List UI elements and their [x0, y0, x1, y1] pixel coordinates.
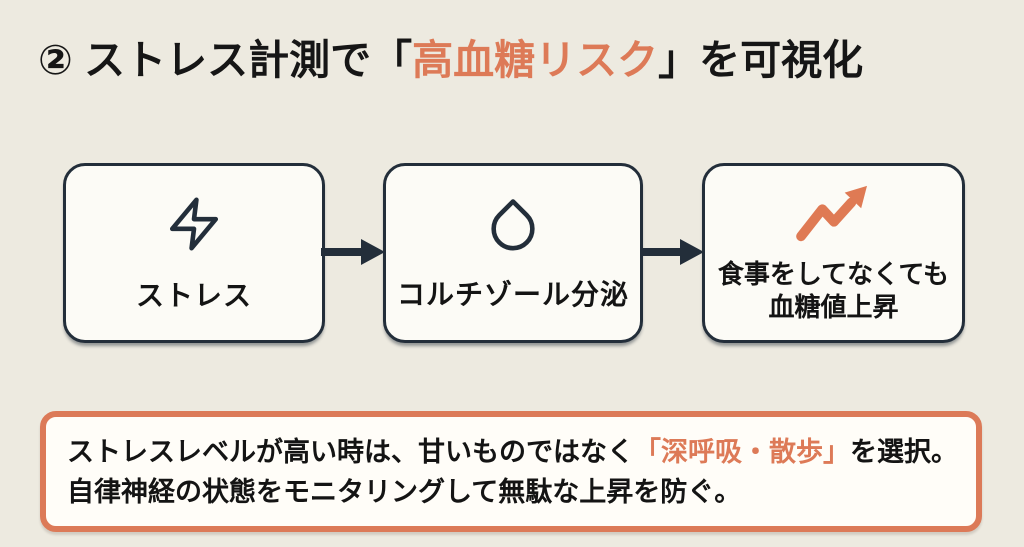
advice-note-line1: ストレスレベルが高い時は、甘いものではなく「深呼吸・散歩」を選択。	[67, 432, 966, 472]
note-text-after: を選択。	[850, 437, 958, 467]
flow-step-label: ストレス	[135, 280, 252, 311]
right-arrow-icon	[321, 239, 385, 265]
trending-up-arrow-icon	[792, 182, 876, 248]
note-text-before: ストレスレベルが高い時は、甘いものではなく	[67, 437, 634, 467]
lightning-bolt-icon	[165, 192, 223, 256]
title-suffix: 」を可視化	[658, 37, 864, 83]
flow-step-label-line2: 血糖値上昇	[768, 292, 899, 322]
note-highlight: 「深呼吸・散歩」	[634, 437, 850, 467]
water-droplet-icon	[484, 193, 542, 255]
title-prefix: ② ストレス計測で「	[38, 37, 413, 83]
advice-note-line2: 自律神経の状態をモニタリングして無駄な上昇を防ぐ。	[67, 477, 742, 507]
flow-step-label: 食事をしてなくても血糖値上昇	[718, 258, 949, 324]
title-highlight: 高血糖リスク	[412, 37, 659, 83]
flow-step-stress: ストレス	[63, 163, 325, 343]
flow-step-label-line1: 食事をしてなくても	[717, 259, 950, 289]
flow-step-label: コルチゾール分泌	[396, 279, 629, 310]
flow-step-blood-sugar: 食事をしてなくても血糖値上昇	[702, 163, 965, 343]
page-title: ② ストレス計測で「高血糖リスク」を可視化	[38, 26, 863, 86]
flow-step-cortisol: コルチゾール分泌	[383, 163, 643, 343]
advice-note-box: ストレスレベルが高い時は、甘いものではなく「深呼吸・散歩」を選択。 自律神経の状…	[40, 411, 982, 532]
right-arrow-icon	[640, 239, 704, 265]
